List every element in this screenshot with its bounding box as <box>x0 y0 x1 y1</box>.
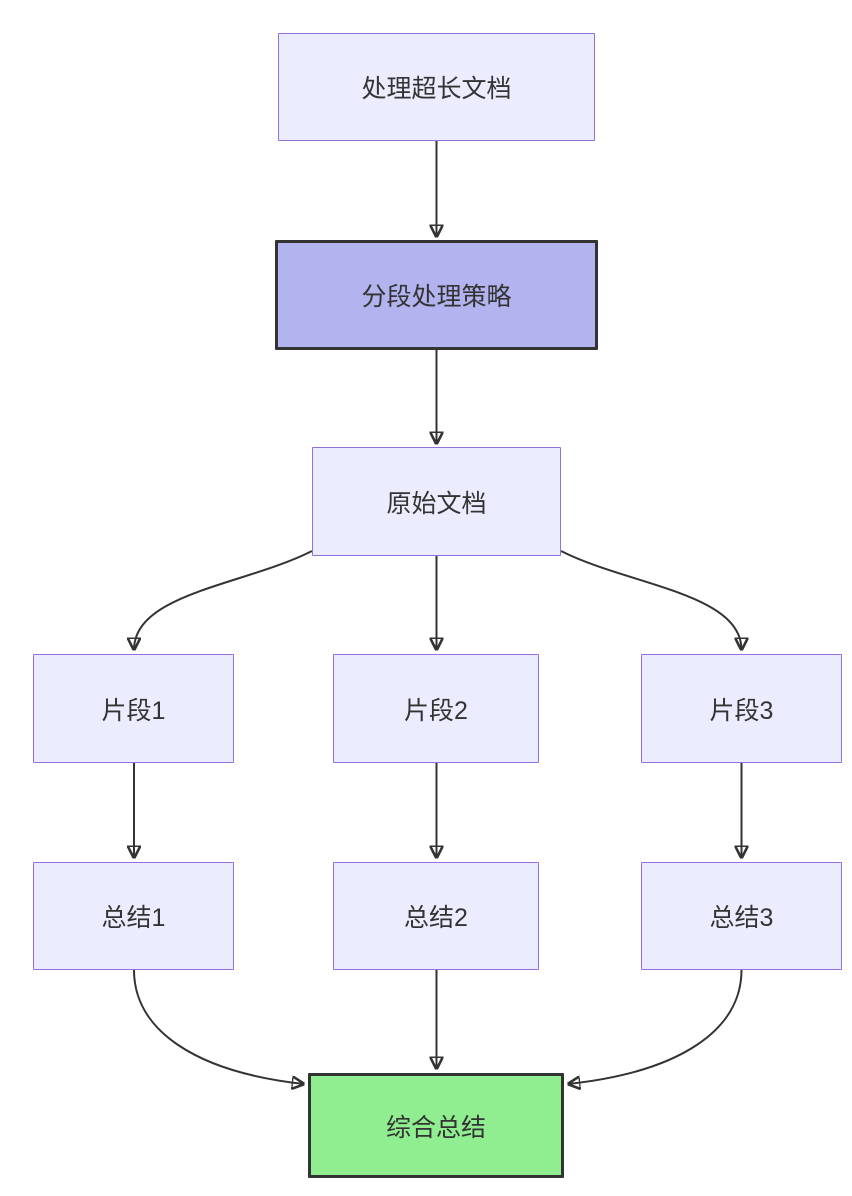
node-fragment-1: 片段1 <box>33 654 234 763</box>
node-summary-1: 总结1 <box>33 862 234 970</box>
node-summary-2: 总结2 <box>333 862 539 970</box>
node-segment-strategy: 分段处理策略 <box>275 240 598 350</box>
node-summary-3: 总结3 <box>641 862 842 970</box>
edge-C-D1 <box>134 550 313 650</box>
node-process-long-doc: 处理超长文档 <box>278 33 595 141</box>
node-combined-summary: 综合总结 <box>308 1073 564 1178</box>
edge-E1-F <box>133 969 304 1084</box>
edge-E3-F <box>568 969 743 1084</box>
edge-C-D3 <box>560 550 742 650</box>
node-fragment-3: 片段3 <box>641 654 842 763</box>
node-original-document: 原始文档 <box>312 447 561 556</box>
node-fragment-2: 片段2 <box>333 654 539 763</box>
